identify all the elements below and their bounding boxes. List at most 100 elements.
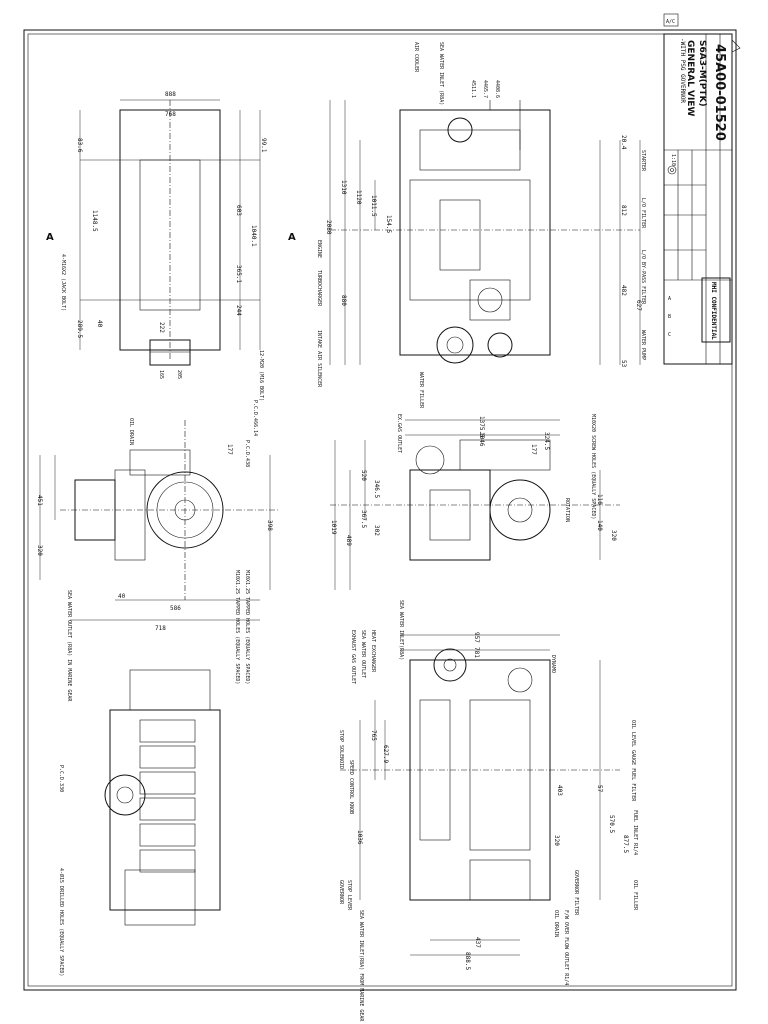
cylinder-heads xyxy=(139,719,196,873)
front-view: 1375.5 1046 324.5 177 1019 489 367.5 302… xyxy=(330,414,620,590)
dynamo xyxy=(507,667,533,693)
label-engine-center: ENGINE xyxy=(316,240,322,258)
dim-1019: 1019 xyxy=(330,520,337,535)
label-air-cooler: AIR COOLER xyxy=(413,42,419,73)
sheet-border xyxy=(23,29,737,991)
dim-888.5: 888.5 xyxy=(464,952,471,970)
dim-40: 40 xyxy=(96,320,103,328)
dim-451: 451 xyxy=(36,495,43,506)
scale-value: 1:10 xyxy=(670,154,676,166)
dim-154.5: 154.5 xyxy=(385,215,392,233)
dim-880: 880 xyxy=(340,295,347,306)
dim-403: 403 xyxy=(556,785,563,796)
water-pump-pulley xyxy=(436,326,474,364)
section-mark-a-left: A xyxy=(46,232,54,243)
dim-570.5: 570.5 xyxy=(608,815,615,833)
dim-1148.5: 1148.5 xyxy=(91,210,98,232)
label-sea-water-outlet-gear: SEA WATER OUTLET (R8A) IN MARINE GEAR xyxy=(66,590,72,702)
dim-482: 482 xyxy=(620,285,627,296)
dim-365.1: 365.1 xyxy=(235,265,242,283)
bottom-view: 888 768 83.6 99.1 1148.5 603 1040.1 365.… xyxy=(46,91,296,401)
dim-205: 205 xyxy=(176,370,182,379)
label-stop-lever: STOP LEVER xyxy=(346,880,352,911)
label-oil-drain-side: OIL DRAIN xyxy=(553,910,559,937)
label-overflow-outlet: F/W OVER FLOW OUTLET R1/4 xyxy=(563,910,569,985)
dim-1036: 1036 xyxy=(356,830,363,845)
dim-165: 165 xyxy=(158,370,164,379)
rear-view: 451 320 177 398 586 718 40 P.C.D.438 P.C… xyxy=(36,400,280,702)
dim-398: 398 xyxy=(266,520,273,531)
svg-text:B: B xyxy=(668,314,671,320)
section-mark-a-right: A xyxy=(288,232,296,243)
label-heat-exchanger: HEAT EXCHANGER xyxy=(370,630,376,673)
dim-4465.7: 4465.7 xyxy=(482,80,488,98)
label-sea-water-outlet-side: SEA WATER OUTLET xyxy=(360,630,366,678)
label-sea-water-inlet-gear: SEA WATER INLET(R8A) FROM MARINE GEAR xyxy=(358,910,364,1022)
dim-1040.1: 1040.1 xyxy=(250,225,257,247)
label-ex-gas-outlet: EX.GAS OUTLET xyxy=(396,414,402,453)
label-oil-level-gauge: OIL LEVEL GAUGE FUEL FILTER xyxy=(630,720,636,802)
dim-888: 888 xyxy=(165,91,176,98)
dim-244: 244 xyxy=(235,305,242,316)
label-tapped-holes-a: M10X1.25 TAPPED HOLES (EQUALLY SPACED) xyxy=(234,570,240,684)
label-turbocharger: TURBOCHARGER xyxy=(316,270,322,307)
dim-367.5: 367.5 xyxy=(360,510,367,528)
label-governor-filter: GOVERNOR FILTER xyxy=(573,870,579,916)
dim-4408.6: 4408.6 xyxy=(494,80,500,98)
dim-1046: 1046 xyxy=(478,432,485,447)
corner-tag-box xyxy=(663,13,679,27)
dim-520: 520 xyxy=(360,470,367,481)
label-jack-bolt: 4-M16X2 (JACK BOLT) xyxy=(60,254,66,311)
dim-781: 781 xyxy=(473,647,480,658)
dim-320: 320 xyxy=(36,545,43,556)
dim-289.5: 289.5 xyxy=(76,320,83,338)
dim-20.4: 20.4 xyxy=(620,135,627,150)
dim-718: 718 xyxy=(155,625,166,632)
dim-586: 586 xyxy=(170,605,181,612)
dim-765: 765 xyxy=(370,730,377,741)
dim-177: 177 xyxy=(226,444,233,455)
plan-view: AIR COOLER SEA WATER INLET (R8A) STARTER… xyxy=(316,42,646,409)
label-exhaust-gas-outlet: EXHAUST GAS OUTLET xyxy=(350,630,356,684)
label-pcd-438: P.C.D.438 xyxy=(244,440,250,467)
dim-320-front: 320 xyxy=(610,530,617,541)
revision-triangle xyxy=(731,39,741,53)
flywheel-housing xyxy=(149,339,191,366)
dim-627.9: 627.9 xyxy=(382,745,389,763)
label-governor: GOVERNOR xyxy=(338,880,344,905)
label-rotation: ROTATION xyxy=(564,498,570,522)
title-line1: GENERAL VIEW xyxy=(685,40,695,116)
label-water-pump: WATER PUMP xyxy=(640,330,646,360)
svg-text:A: A xyxy=(668,296,671,302)
crank-pulley xyxy=(489,479,551,541)
dim-320-side: 320 xyxy=(553,835,560,846)
label-screw-holes: M10X20 SCREW HOLES (EQUALLY SPACED) xyxy=(590,414,596,519)
label-oil-filler: OIL FILLER xyxy=(632,880,638,911)
label-tapped-holes-b: M10X1.25 TAPPED HOLES (EQUALLY SPACED) xyxy=(244,570,250,684)
label-drilled-holes: 4-Ø15 DRILLED HOLES (EQUALLY SPACED) xyxy=(58,868,65,976)
dim-40-rear: 40 xyxy=(118,593,126,600)
label-lo-bypass-filter: L/O BY-PASS FILTER xyxy=(640,250,646,305)
dim-177-front: 177 xyxy=(530,444,537,455)
label-stop-solenoid: STOP SOLENOID xyxy=(338,730,344,769)
dim-346.5: 346.5 xyxy=(373,480,380,498)
turbo-top xyxy=(433,648,467,682)
flywheel-top xyxy=(104,774,146,816)
dim-627: 627 xyxy=(635,300,642,311)
label-sea-water-inlet-side: SEA WATER INLET(R8A) xyxy=(398,600,404,660)
label-water-filler: WATER FILLER xyxy=(418,372,424,409)
dim-1120: 1120 xyxy=(355,190,362,205)
title-note: -WITH PSG GOVERNOR xyxy=(679,38,686,103)
label-intake-air-silencer: INTAKE AIR SILENCER xyxy=(316,330,322,388)
dim-57: 57 xyxy=(596,785,603,793)
dim-83.6: 83.6 xyxy=(76,138,83,153)
label-pcd-466: P.C.D.466.14 xyxy=(252,400,258,436)
dim-877.5: 877.5 xyxy=(622,835,629,853)
title-block: A/C -WITH PSG GOVERNOR GENERAL VIEW S6A3… xyxy=(663,13,741,365)
dim-812: 812 xyxy=(620,205,627,216)
side-view: 957 781 765 627.9 1036 403 57 570.5 877.… xyxy=(338,600,638,1022)
dim-437: 437 xyxy=(474,937,481,948)
dim-768: 768 xyxy=(165,111,176,118)
label-fuel-inlet: FUEL INLET R1/4 xyxy=(632,810,638,855)
